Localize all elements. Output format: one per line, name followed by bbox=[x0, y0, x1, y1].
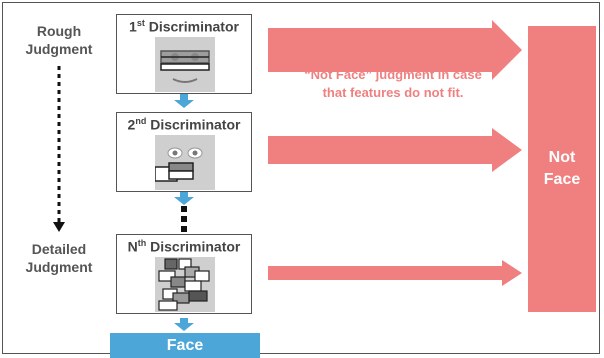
ellipsis-dot-1 bbox=[181, 206, 187, 212]
face-thumbnail-2 bbox=[155, 135, 215, 190]
face-thumbnail-n bbox=[155, 257, 215, 312]
feature-rect-4 bbox=[168, 162, 194, 172]
discriminator-n-sup: th bbox=[137, 238, 147, 248]
face-label: Face bbox=[166, 336, 204, 354]
discriminator-2-suffix: Discriminator bbox=[146, 116, 241, 133]
not-face-line-2: Face bbox=[543, 171, 581, 188]
not-face-label: Not Face bbox=[532, 147, 592, 191]
reject-arrow-2 bbox=[268, 128, 522, 172]
discriminator-1-suffix: Discriminator bbox=[144, 18, 239, 35]
not-face-judgment-note: “Not Face” judgment in case that feature… bbox=[268, 66, 518, 102]
not-face-line-1: Not bbox=[548, 149, 576, 166]
discriminator-1-title: 1st Discriminator bbox=[117, 18, 251, 35]
discriminator-n-suffix: Discriminator bbox=[146, 238, 241, 255]
detailed-judgment-line-2: Judgment bbox=[25, 259, 93, 275]
discriminator-1-box: 1st Discriminator bbox=[116, 14, 252, 94]
face-thumbnail-1 bbox=[155, 37, 215, 92]
ellipsis-dot-3 bbox=[181, 226, 187, 232]
pass-arrow-1 bbox=[174, 94, 194, 108]
rough-to-detailed-arrowhead bbox=[53, 222, 65, 232]
detailed-judgment-label: Detailed Judgment bbox=[14, 240, 104, 276]
reject-arrow-3 bbox=[268, 260, 522, 286]
discriminator-n-box: Nth Discriminator bbox=[116, 234, 252, 314]
rough-judgment-line-2: Judgment bbox=[25, 41, 93, 57]
discriminator-2-box: 2nd Discriminator bbox=[116, 112, 252, 192]
not-face-box: Not Face bbox=[528, 26, 596, 312]
feature-rect-n11 bbox=[158, 300, 178, 311]
face-result-box: Face bbox=[110, 333, 260, 358]
face-2-right-pupil bbox=[192, 150, 198, 156]
pass-arrow-final bbox=[174, 318, 194, 331]
discriminator-2-prefix: 2 bbox=[127, 116, 136, 133]
face-1-mouth bbox=[172, 78, 198, 83]
discriminator-n-title: Nth Discriminator bbox=[117, 238, 251, 255]
rough-judgment-line-1: Rough bbox=[36, 23, 82, 39]
feature-rect-n7 bbox=[184, 280, 202, 292]
ellipsis-dot-2 bbox=[181, 216, 187, 222]
pass-arrow-2 bbox=[174, 192, 194, 205]
discriminator-2-title: 2nd Discriminator bbox=[117, 116, 251, 133]
detailed-judgment-line-1: Detailed bbox=[31, 241, 87, 257]
note-line-2: that features do not fit. bbox=[322, 85, 464, 100]
feature-rect-5 bbox=[168, 170, 194, 180]
feature-rect-n5 bbox=[158, 270, 176, 282]
feature-rect-n6 bbox=[170, 276, 186, 288]
feature-rect-n4 bbox=[194, 270, 210, 282]
discriminator-2-sup: nd bbox=[135, 116, 147, 126]
discriminator-1-sup: st bbox=[136, 18, 145, 28]
feature-rect-n1 bbox=[164, 258, 178, 270]
note-line-1: “Not Face” judgment in case bbox=[304, 67, 482, 82]
reject-arrow-1 bbox=[268, 20, 522, 80]
discriminator-1-prefix: 1 bbox=[129, 18, 137, 35]
feature-rect-n10 bbox=[188, 290, 208, 302]
discriminator-n-prefix: N bbox=[127, 238, 138, 255]
rough-judgment-label: Rough Judgment bbox=[14, 22, 104, 58]
face-2-left-pupil bbox=[172, 150, 178, 156]
feature-rect-2 bbox=[160, 63, 210, 71]
